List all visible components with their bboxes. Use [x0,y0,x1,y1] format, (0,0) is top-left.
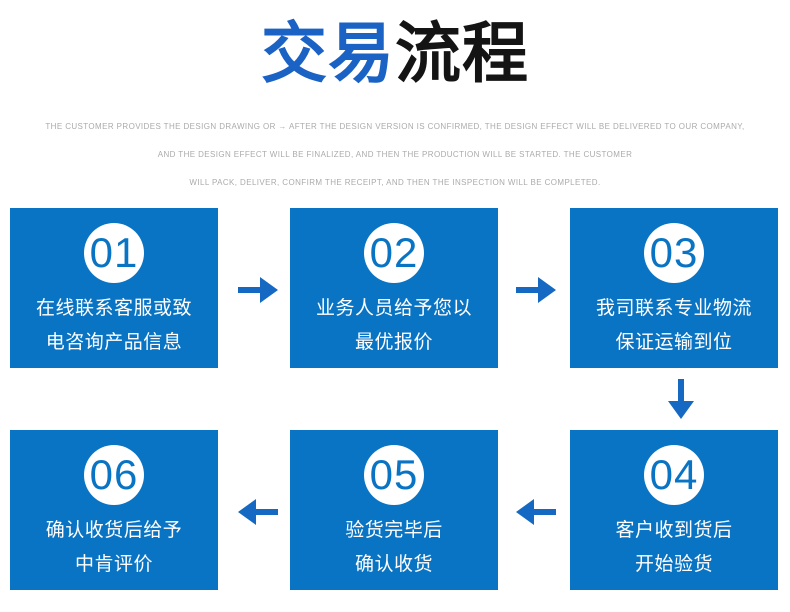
step-number: 03 [649,229,699,276]
subtitle-line-3: WILL PACK, DELIVER, CONFIRM THE RECEIPT,… [189,178,601,187]
step-text-line: 电咨询产品信息 [45,332,183,353]
step-box-02: 02 业务人员给予您以 最优报价 [290,208,498,368]
step-description: 验货完毕后 确认收货 [290,514,498,582]
step-text-line: 客户收到货后 [615,520,733,541]
step-box-03: 03 我司联系专业物流 保证运输到位 [570,208,778,368]
subtitle: THE CUSTOMER PROVIDES THE DESIGN DRAWING… [0,113,790,197]
subtitle-line-2: AND THE DESIGN EFFECT WILL BE FINALIZED,… [157,150,633,159]
step-description: 业务人员给予您以 最优报价 [290,292,498,360]
step-number-circle: 04 [644,445,704,505]
arrow-left-icon [238,499,278,525]
arrow-down-icon [668,379,694,419]
step-number: 06 [89,451,139,498]
step-text-line: 保证运输到位 [615,332,733,353]
step-text-line: 在线联系客服或致 [35,298,192,319]
step-text-line: 中肯评价 [74,554,153,575]
subtitle-line-1: THE CUSTOMER PROVIDES THE DESIGN DRAWING… [45,122,745,131]
page-title-part-blue: 交易 [261,16,395,90]
step-number-circle: 02 [364,223,424,283]
step-text-line: 验货完毕后 [345,520,443,541]
step-box-04: 04 客户收到货后 开始验货 [570,430,778,590]
step-number-circle: 03 [644,223,704,283]
step-text-line: 确认收货 [354,554,433,575]
step-text-line: 确认收货后给予 [45,520,183,541]
page-title-part-dark: 流程 [395,16,529,90]
step-number: 02 [369,229,419,276]
arrow-right-icon [516,277,556,303]
step-text-line: 我司联系专业物流 [595,298,752,319]
page-title: 交易流程 [0,14,790,93]
step-description: 确认收货后给予 中肯评价 [10,514,218,582]
step-description: 我司联系专业物流 保证运输到位 [570,292,778,360]
step-text-line: 最优报价 [354,332,433,353]
step-description: 客户收到货后 开始验货 [570,514,778,582]
arrow-right-icon [238,277,278,303]
step-text-line: 业务人员给予您以 [315,298,472,319]
step-number: 04 [649,451,699,498]
step-description: 在线联系客服或致 电咨询产品信息 [10,292,218,360]
step-number: 05 [369,451,419,498]
step-box-05: 05 验货完毕后 确认收货 [290,430,498,590]
step-number-circle: 06 [84,445,144,505]
arrow-left-icon [516,499,556,525]
step-text-line: 开始验货 [634,554,713,575]
step-number-circle: 01 [84,223,144,283]
step-number: 01 [89,229,139,276]
step-box-06: 06 确认收货后给予 中肯评价 [10,430,218,590]
step-box-01: 01 在线联系客服或致 电咨询产品信息 [10,208,218,368]
step-number-circle: 05 [364,445,424,505]
